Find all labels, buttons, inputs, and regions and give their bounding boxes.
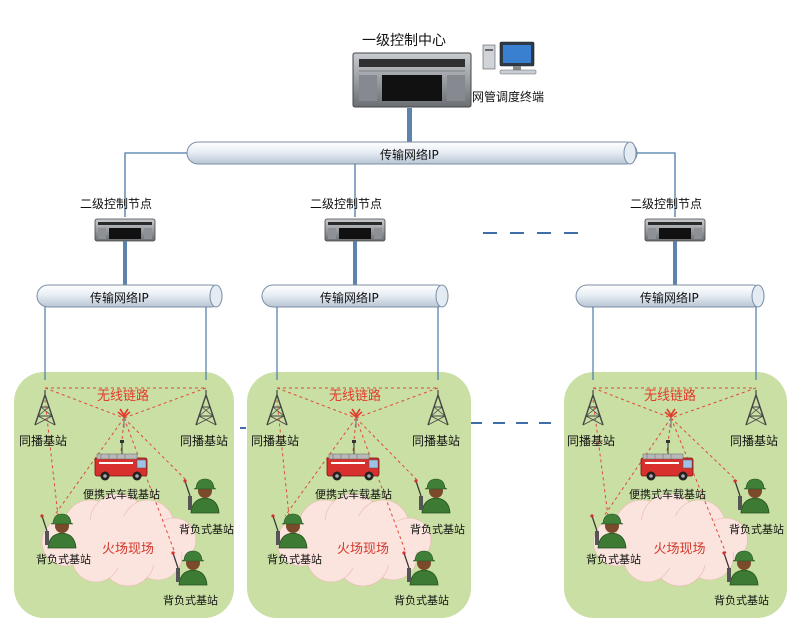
backpack-station-label: 背负式基站 bbox=[36, 553, 91, 566]
fire-site-label: 火场现场 bbox=[653, 542, 706, 557]
cluster-3 bbox=[564, 218, 787, 618]
backpack-station-label: 背负式基站 bbox=[729, 523, 784, 536]
cluster-network-pipe bbox=[36, 284, 223, 308]
tower-left-label: 同播基站 bbox=[19, 434, 68, 448]
node-uplink bbox=[673, 241, 677, 285]
node-label: 二级控制节点 bbox=[310, 197, 383, 211]
cluster-2 bbox=[247, 218, 471, 618]
fire-site-cloud bbox=[276, 493, 432, 587]
tower-right-label: 同播基站 bbox=[730, 434, 779, 448]
master-uplink bbox=[407, 108, 412, 143]
master-server bbox=[352, 52, 472, 108]
wireless-link-label: 无线链路 bbox=[329, 389, 382, 404]
terminal-label: 网管调度终端 bbox=[472, 90, 545, 104]
node-label: 二级控制节点 bbox=[630, 197, 703, 211]
fire-site-cloud bbox=[41, 493, 197, 587]
backpack-station-label: 背负式基站 bbox=[714, 594, 769, 607]
terminal-workstation-icon bbox=[482, 41, 537, 75]
cluster-network-label: 传输网络IP bbox=[640, 291, 699, 305]
backpack-station-label: 背负式基站 bbox=[586, 553, 641, 566]
cluster-network-label: 传输网络IP bbox=[320, 291, 379, 305]
cluster-network-pipe bbox=[575, 284, 765, 308]
node-server bbox=[644, 218, 706, 242]
fire-site-label: 火场现场 bbox=[337, 542, 390, 557]
tower-right-label: 同播基站 bbox=[412, 434, 461, 448]
cluster-1 bbox=[14, 218, 234, 618]
backpack-station-label: 背负式基站 bbox=[410, 523, 465, 536]
backpack-station-label: 背负式基站 bbox=[394, 594, 449, 607]
backpack-station-label: 背负式基站 bbox=[163, 594, 218, 607]
cluster-network-label: 传输网络IP bbox=[90, 291, 149, 305]
node-server bbox=[94, 218, 156, 242]
top-network-pipe bbox=[186, 141, 638, 165]
node-uplink bbox=[123, 241, 127, 285]
cluster-network-pipe bbox=[261, 284, 449, 308]
tower-right-label: 同播基站 bbox=[180, 434, 229, 448]
vehicle-station-label: 便携式车载基站 bbox=[629, 488, 706, 501]
tower-left-label: 同播基站 bbox=[251, 434, 300, 448]
fire-site-label: 火场现场 bbox=[102, 542, 155, 557]
top-network-label: 传输网络IP bbox=[380, 148, 439, 162]
vehicle-station-label: 便携式车载基站 bbox=[315, 488, 392, 501]
node-label: 二级控制节点 bbox=[80, 197, 153, 211]
tower-left-label: 同播基站 bbox=[567, 434, 616, 448]
vehicle-station-label: 便携式车载基站 bbox=[83, 488, 160, 501]
wireless-link-label: 无线链路 bbox=[97, 389, 150, 404]
wireless-links bbox=[592, 387, 757, 554]
node-uplink bbox=[353, 241, 357, 285]
top-branch-lines bbox=[124, 152, 676, 217]
wireless-links bbox=[44, 387, 207, 554]
wireless-link-label: 无线链路 bbox=[644, 389, 697, 404]
control-center-title: 一级控制中心 bbox=[362, 33, 446, 49]
node-server bbox=[324, 218, 386, 242]
backpack-station-label: 背负式基站 bbox=[267, 553, 322, 566]
fire-site-cloud bbox=[593, 493, 748, 587]
wireless-links bbox=[276, 387, 439, 554]
backpack-station-label: 背负式基站 bbox=[179, 523, 234, 536]
